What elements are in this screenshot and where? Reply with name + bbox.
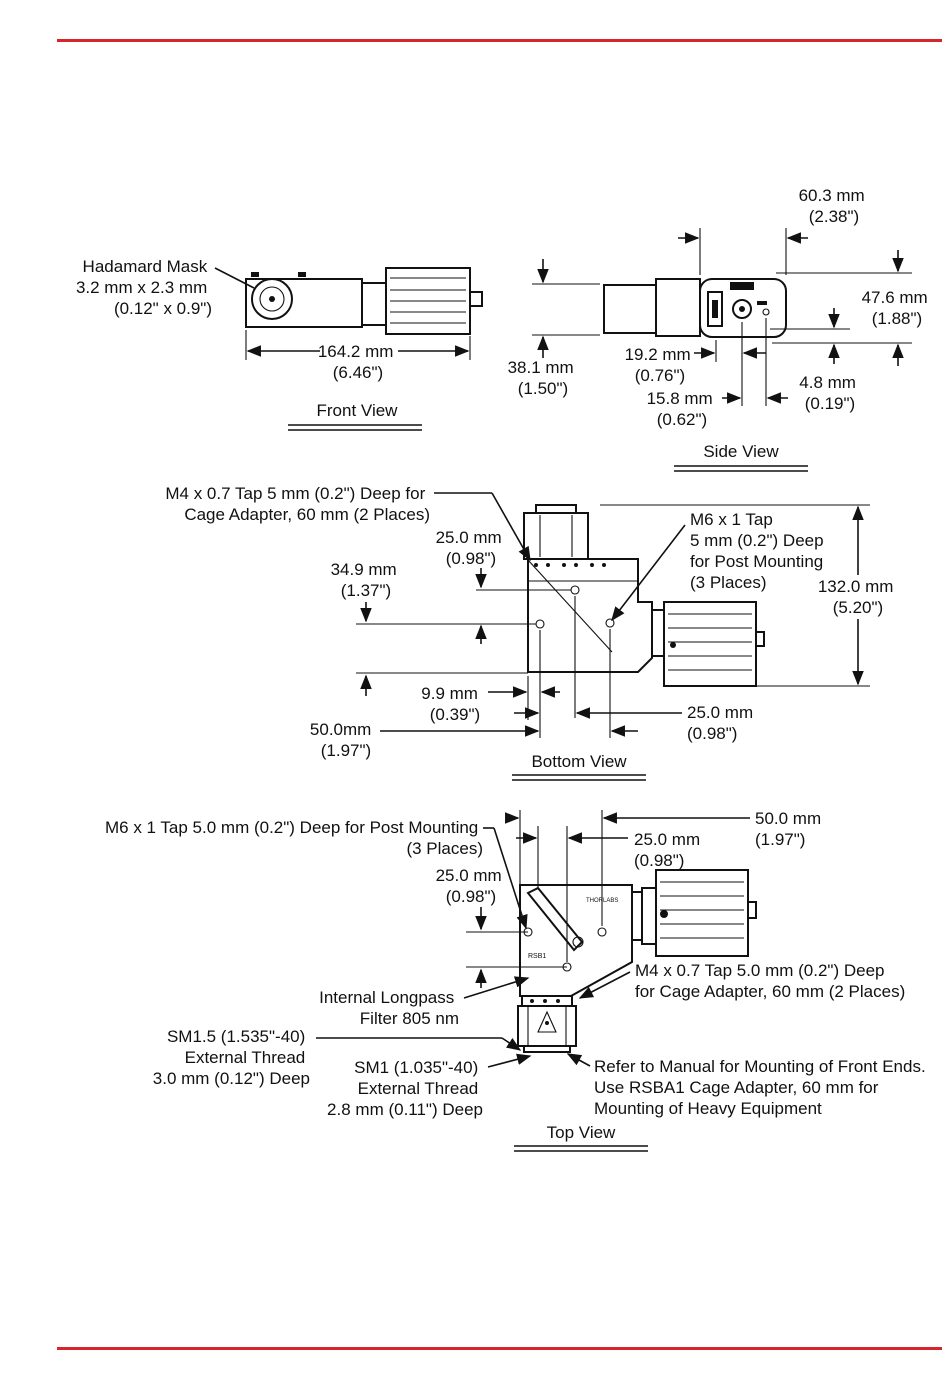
side-d2: 47.6 mm (1.88") [862, 288, 933, 328]
bottom-view-title: Bottom View [531, 752, 627, 771]
bottom-d25a: 25.0 mm (0.98") [436, 528, 507, 568]
top-manual: Refer to Manual for Mounting of Front En… [594, 1057, 930, 1118]
side-view-title: Side View [703, 442, 779, 461]
side-d3: 38.1 mm (1.50") [508, 358, 579, 398]
top-d25a: 25.0 mm (0.98") [634, 830, 705, 870]
side-d6: 15.8 mm (0.62") [647, 389, 718, 429]
top-part: RSB1 [528, 953, 546, 960]
bottom-d50: 50.0mm (1.97") [310, 720, 376, 760]
top-tap-cage: M4 x 0.7 Tap 5.0 mm (0.2") Deep for Cage… [635, 961, 905, 1001]
top-d25b: 25.0 mm (0.98") [436, 866, 507, 906]
bottom-view: M4 x 0.7 Tap 5 mm (0.2") Deep for Cage A… [165, 484, 904, 781]
top-filter: Internal Longpass Filter 805 nm [319, 988, 459, 1028]
top-view: THORLABS RSB1 [105, 809, 930, 1152]
side-view-device [603, 278, 787, 338]
side-view: 60.3 mm (2.38") 47.6 mm (1.88") 4.8 mm (… [508, 186, 933, 472]
side-d1: 60.3 mm (2.38") [799, 186, 870, 226]
front-view: Hadamard Mask 3.2 mm x 2.3 mm (0.12" x 0… [76, 257, 483, 431]
bottom-view-device [523, 504, 765, 687]
top-view-device: THORLABS RSB1 [517, 869, 757, 1053]
bottom-d34: 34.9 mm (1.37") [331, 560, 402, 600]
bottom-d25b: 25.0 mm (0.98") [687, 703, 758, 743]
bottom-d9: 9.9 mm (0.39") [421, 684, 482, 724]
bottom-tap-cage: M4 x 0.7 Tap 5 mm (0.2") Deep for Cage A… [165, 484, 430, 524]
bottom-rule [57, 1347, 942, 1350]
mask-leader [214, 267, 255, 289]
side-d5: 4.8 mm (0.19") [799, 373, 860, 413]
front-view-title: Front View [317, 401, 399, 420]
bottom-d132: 132.0 mm (5.20") [818, 577, 898, 617]
top-rule [57, 39, 942, 42]
top-d50: 50.0 mm (1.97") [755, 809, 826, 849]
mask-label: Hadamard Mask 3.2 mm x 2.3 mm (0.12" x 0… [76, 257, 212, 318]
top-sm15: SM1.5 (1.535"-40) External Thread 3.0 mm… [153, 1027, 310, 1088]
bottom-tap-post: M6 x 1 Tap 5 mm (0.2") Deep for Post Mou… [690, 510, 828, 592]
top-tap-post: M6 x 1 Tap 5.0 mm (0.2") Deep for Post M… [105, 818, 483, 858]
top-view-title: Top View [547, 1123, 616, 1142]
front-view-device [245, 267, 483, 335]
front-width-dim: 164.2 mm (6.46") [318, 342, 398, 382]
top-sm1: SM1 (1.035"-40) External Thread 2.8 mm (… [327, 1058, 483, 1119]
side-d4: 19.2 mm (0.76") [625, 345, 696, 385]
